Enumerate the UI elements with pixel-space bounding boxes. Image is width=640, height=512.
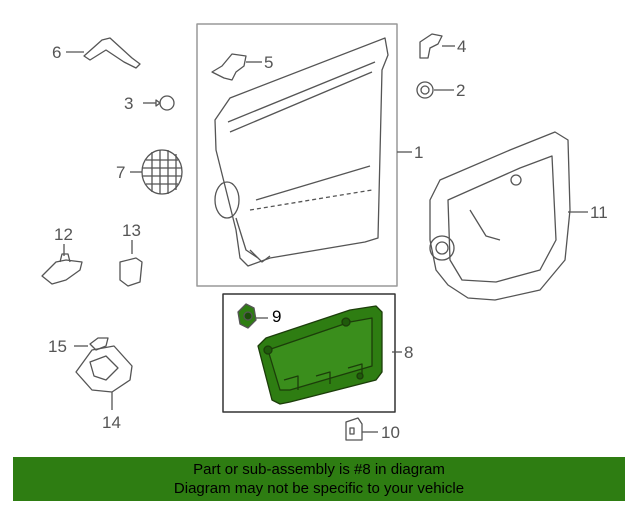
part-5-retainer <box>211 53 247 81</box>
parts-diagram <box>41 23 588 441</box>
part-3-clip <box>155 95 175 111</box>
part-2-nut <box>416 81 434 99</box>
callout-7: 7 <box>116 163 126 182</box>
part-7-speaker-grille <box>141 149 183 195</box>
part-1-door-trim-panel <box>214 37 389 267</box>
part-13-bracket <box>119 257 143 287</box>
callout-9: 9 <box>272 307 282 326</box>
part-15-lamp-cover <box>89 337 109 351</box>
callout-4: 4 <box>457 37 467 56</box>
part-12-clip <box>41 253 83 285</box>
callout-8: 8 <box>404 343 414 362</box>
banner-line-1: Part or sub-assembly is #8 in diagram <box>193 461 445 478</box>
callout-1: 1 <box>414 143 424 162</box>
part-14-housing <box>75 345 133 393</box>
callout-15: 15 <box>48 337 67 356</box>
callout-14: 14 <box>102 413 121 432</box>
callout-10: 10 <box>381 423 400 442</box>
part-8-armrest <box>257 305 383 405</box>
part-6-pull-handle <box>83 37 141 69</box>
notice-banner: Part or sub-assembly is #8 in diagram Di… <box>13 457 625 501</box>
callout-11: 11 <box>590 203 608 222</box>
callout-3: 3 <box>124 94 134 113</box>
callout-13: 13 <box>122 221 141 240</box>
part-10-clip <box>345 417 363 441</box>
callout-5: 5 <box>264 53 274 72</box>
part-8-frame <box>222 293 396 413</box>
callout-12: 12 <box>54 225 73 244</box>
part-11-inner-door-frame <box>429 131 571 301</box>
part-4-bracket <box>419 33 443 59</box>
part-1-frame <box>196 23 398 287</box>
callout-6: 6 <box>52 43 62 62</box>
part-9-clip <box>237 303 257 329</box>
callout-2: 2 <box>456 81 466 100</box>
banner-line-2: Diagram may not be specific to your vehi… <box>173 480 465 497</box>
